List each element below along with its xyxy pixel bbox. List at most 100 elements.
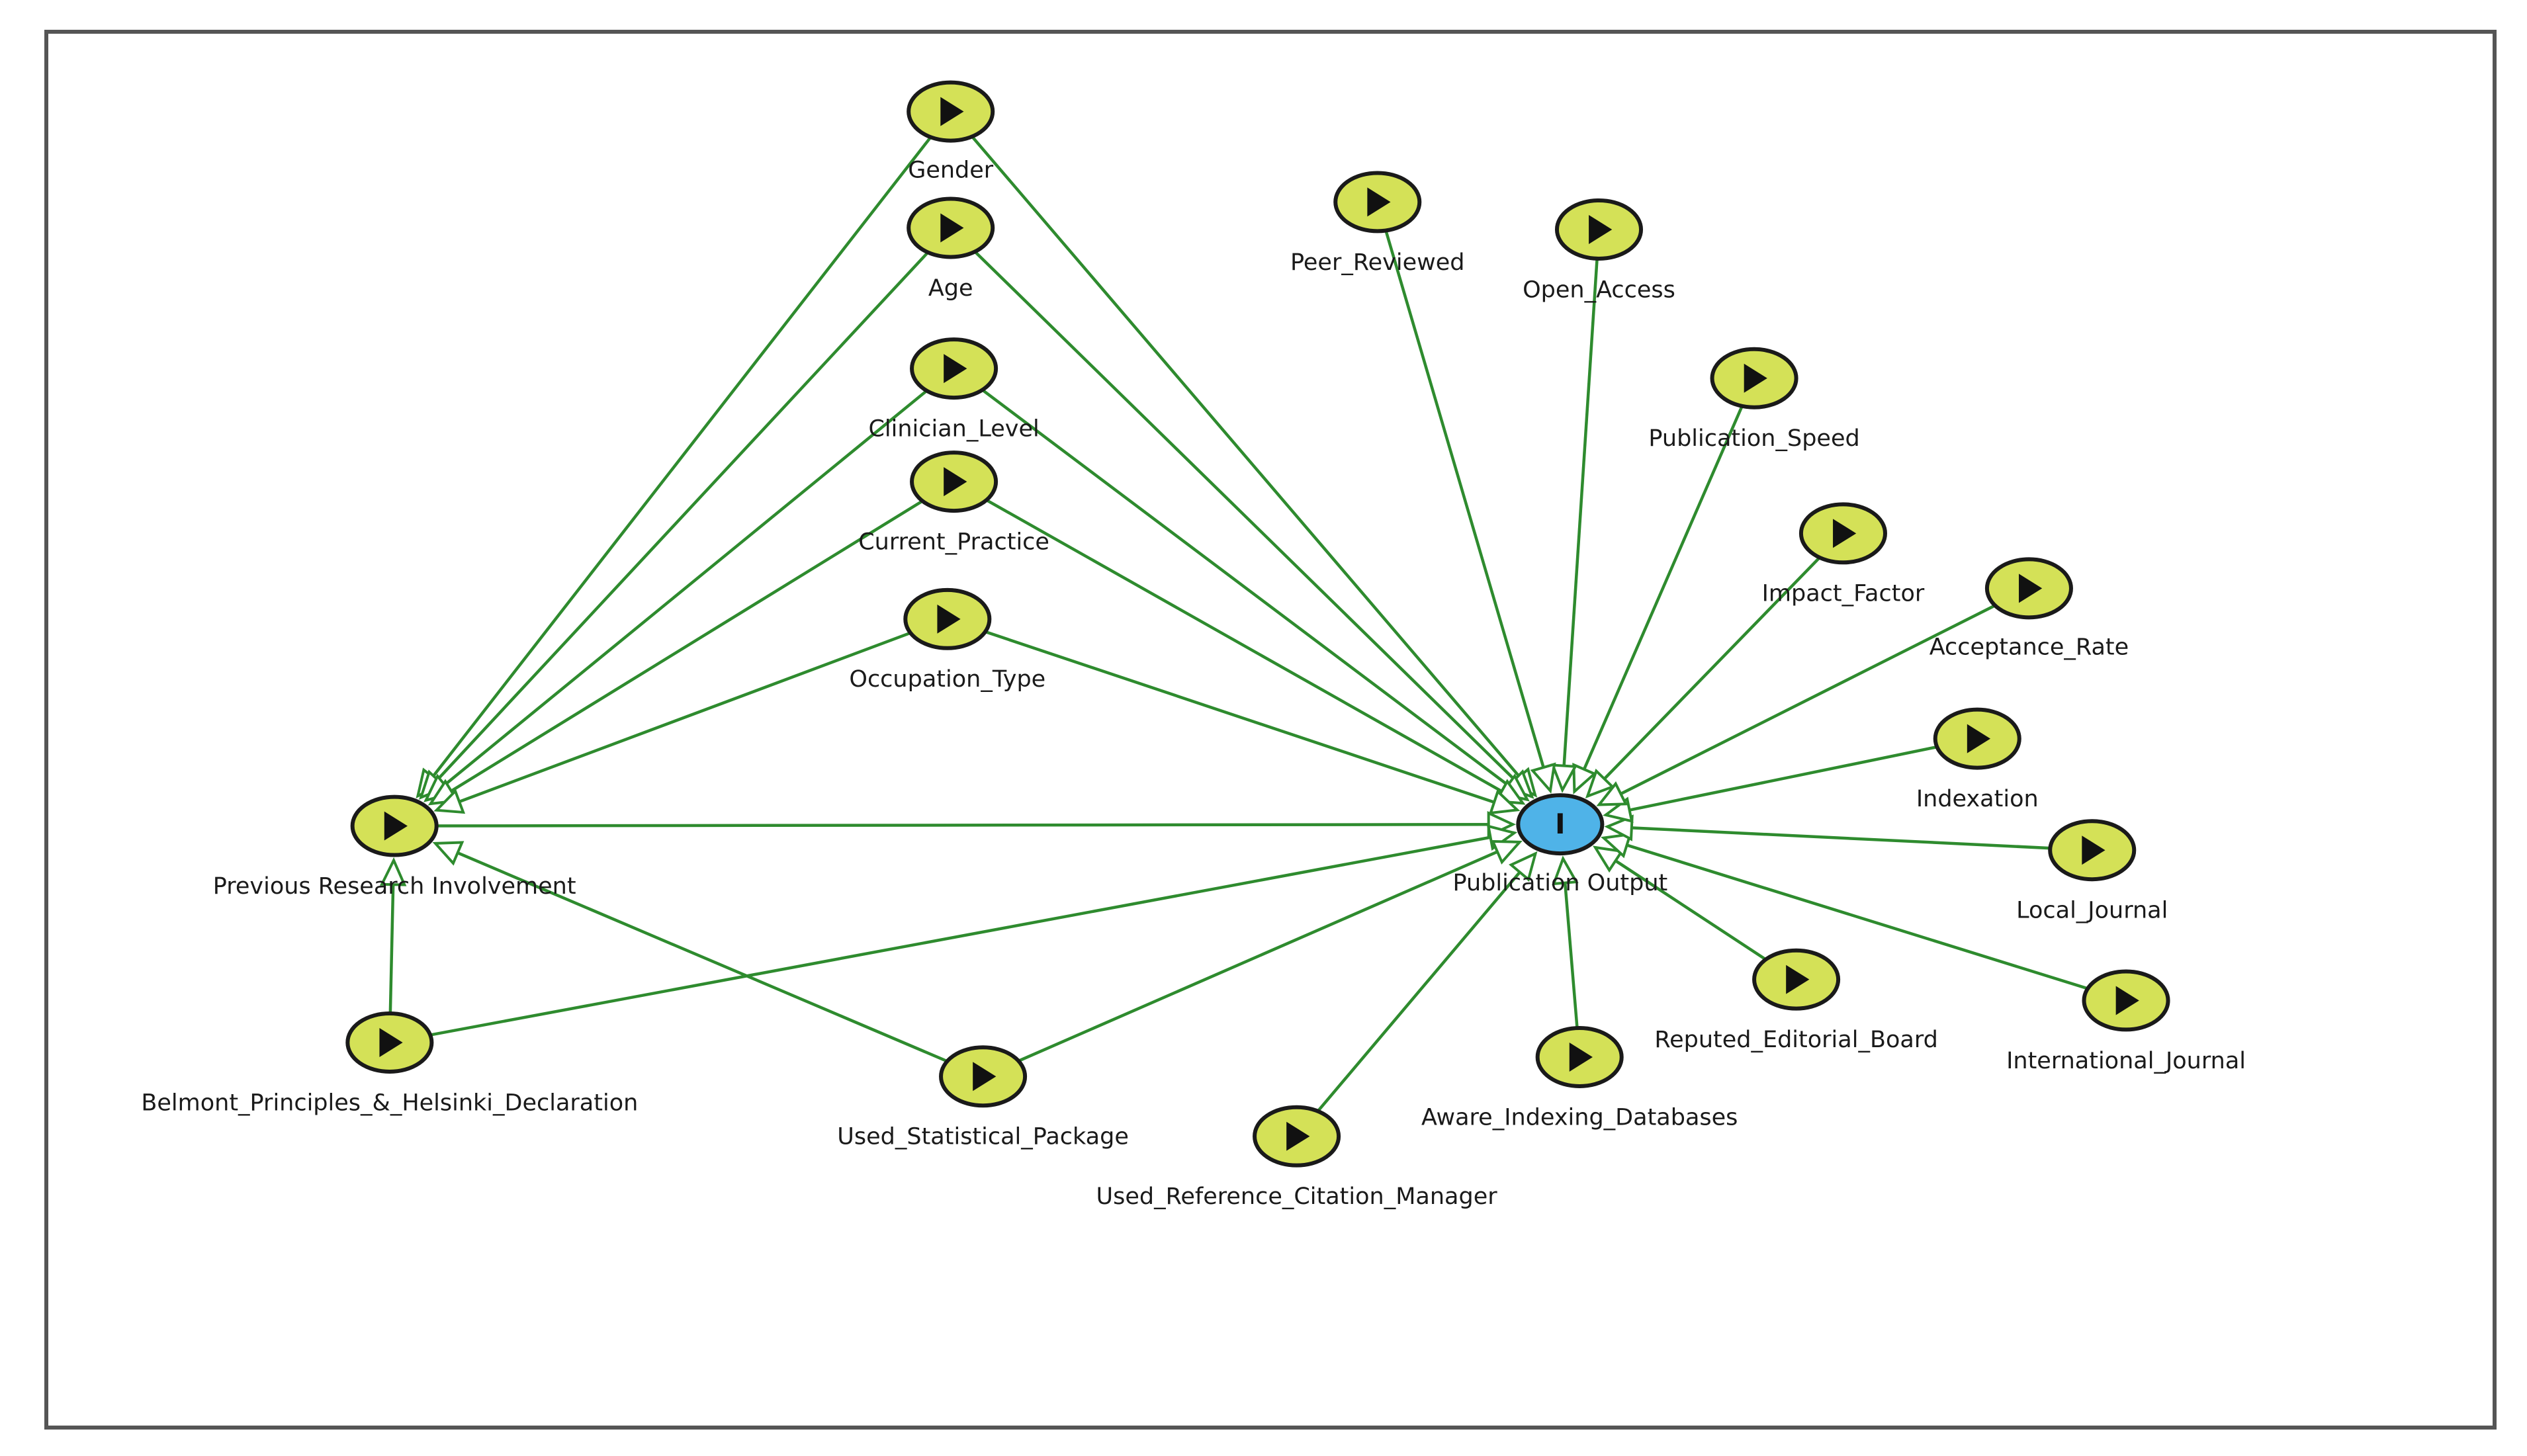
- diagram-frame: [44, 30, 2497, 1430]
- arrowhead-local-to-publication_output: [1604, 814, 1634, 841]
- edge-used_stat-to-previous_research: [435, 841, 984, 1078]
- node-label: Indexation: [1916, 786, 2039, 812]
- node-label: Publication Output: [1452, 870, 1667, 896]
- arrowhead-peer_reviewed-to-publication_output: [1530, 762, 1556, 794]
- play-icon: [2019, 574, 2043, 603]
- play-icon: [1589, 214, 1613, 244]
- node-used_ref[interactable]: Used_Reference_Citation_Manager: [1096, 1105, 1498, 1210]
- node-indexation[interactable]: Indexation: [1916, 707, 2039, 812]
- node-current_practice[interactable]: Current_Practice: [858, 450, 1049, 556]
- play-icon: [1569, 1042, 1593, 1072]
- play-icon: [2115, 986, 2139, 1015]
- arrowhead-open_access-to-publication_output: [1550, 763, 1577, 793]
- edge-pub_speed-to-publication_output: [1573, 377, 1756, 792]
- node-clinician_level[interactable]: Clinician_Level: [868, 337, 1040, 442]
- edge-aware_idx-to-publication_output: [1561, 858, 1581, 1058]
- edge-current_practice-to-previous_research: [429, 480, 955, 805]
- node-label: Reputed_Editorial_Board: [1654, 1027, 1938, 1053]
- edge-gender-to-previous_research: [416, 110, 952, 797]
- play-icon: [944, 467, 967, 497]
- node-label: Previous Research Involvement: [213, 873, 576, 900]
- node-label: Used_Statistical_Package: [837, 1124, 1129, 1150]
- node-label: Belmont_Principles_&_Helsinki_Declaratio…: [141, 1090, 638, 1116]
- play-icon: [1286, 1121, 1310, 1151]
- node-label: Used_Reference_Citation_Manager: [1096, 1183, 1498, 1210]
- node-belmont[interactable]: Belmont_Principles_&_Helsinki_Declaratio…: [141, 1011, 638, 1116]
- node-peer_reviewed[interactable]: Peer_Reviewed: [1290, 171, 1464, 276]
- node-label: Acceptance_Rate: [1929, 634, 2129, 660]
- edge-international-to-publication_output: [1603, 836, 2127, 1002]
- node-label: Publication_Speed: [1648, 425, 1859, 452]
- edge-current_practice-to-publication_output: [953, 480, 1524, 805]
- play-icon: [1967, 724, 1991, 753]
- target-node-ellipse[interactable]: [1516, 793, 1605, 856]
- utility-glyph-icon: I: [1555, 808, 1566, 840]
- edge-acceptance-to-publication_output: [1598, 587, 2030, 806]
- node-label: Aware_Indexing_Databases: [1421, 1104, 1738, 1131]
- node-open_access[interactable]: Open_Access: [1523, 198, 1675, 303]
- play-icon: [1833, 519, 1857, 548]
- play-icon: [379, 1027, 403, 1057]
- edge-age-to-previous_research: [420, 226, 952, 799]
- arrowhead-occupation_type-to-publication_output: [1488, 789, 1521, 815]
- arrowhead-impact-to-publication_output: [1585, 768, 1615, 799]
- arrowhead-acceptance-to-publication_output: [1596, 781, 1628, 806]
- arrowhead-used_stat-to-previous_research: [432, 841, 465, 866]
- arrowhead-occupation_type-to-previous_research: [433, 789, 466, 814]
- play-icon: [940, 97, 964, 126]
- play-icon: [1744, 363, 1767, 393]
- edge-local-to-publication_output: [1607, 825, 2092, 852]
- nodes-layer: GenderAgeClinician_LevelCurrent_Practice…: [141, 80, 2246, 1210]
- edge-indexation-to-publication_output: [1605, 737, 1978, 817]
- edge-occupation_type-to-previous_research: [435, 617, 948, 812]
- edge-reputed_eb-to-publication_output: [1594, 846, 1797, 981]
- arrowhead-used_ref-to-publication_output: [1509, 851, 1538, 882]
- edge-clinician_level-to-publication_output: [953, 367, 1529, 801]
- edge-peer_reviewed-to-publication_output: [1376, 201, 1552, 791]
- node-gender[interactable]: Gender: [907, 80, 995, 184]
- node-label: Current_Practice: [858, 529, 1049, 556]
- node-used_stat[interactable]: Used_Statistical_Package: [837, 1045, 1129, 1150]
- play-icon: [937, 604, 961, 634]
- node-label: International_Journal: [2006, 1048, 2246, 1074]
- node-label: Peer_Reviewed: [1290, 249, 1464, 276]
- node-impact[interactable]: Impact_Factor: [1762, 502, 1925, 607]
- arrowhead-international-to-publication_output: [1601, 832, 1632, 859]
- arrowhead-used_stat-to-publication_output: [1491, 839, 1523, 865]
- edge-used_stat-to-publication_output: [982, 840, 1521, 1078]
- node-reputed_eb[interactable]: Reputed_Editorial_Board: [1654, 948, 1938, 1053]
- edge-belmont-to-publication_output: [389, 831, 1515, 1045]
- edges-layer: [379, 110, 2127, 1138]
- node-acceptance[interactable]: Acceptance_Rate: [1929, 557, 2129, 660]
- play-icon: [384, 811, 408, 841]
- node-label: Clinician_Level: [868, 415, 1039, 442]
- node-pub_speed[interactable]: Publication_Speed: [1648, 347, 1860, 452]
- play-icon: [1786, 964, 1810, 994]
- play-icon: [944, 354, 967, 384]
- play-icon: [973, 1062, 997, 1092]
- node-aware_idx[interactable]: Aware_Indexing_Databases: [1421, 1025, 1738, 1131]
- node-label: Age: [928, 275, 973, 302]
- edge-previous_research-to-publication_output: [394, 822, 1513, 828]
- node-occupation_type[interactable]: Occupation_Type: [849, 587, 1045, 693]
- node-previous_research[interactable]: Previous Research Involvement: [213, 794, 576, 900]
- node-label: Local_Journal: [2016, 898, 2168, 924]
- edge-open_access-to-publication_output: [1561, 229, 1601, 791]
- arrowhead-belmont-to-previous_research: [379, 857, 407, 886]
- node-local[interactable]: Local_Journal: [2016, 819, 2168, 924]
- node-publication_output[interactable]: I Publication Output: [1452, 793, 1667, 896]
- edge-impact-to-publication_output: [1586, 532, 1845, 798]
- node-label: Open_Access: [1523, 277, 1675, 303]
- edge-clinician_level-to-previous_research: [425, 367, 955, 802]
- play-icon: [1367, 187, 1391, 217]
- node-international[interactable]: International_Journal: [2006, 969, 2246, 1074]
- node-label: Occupation_Type: [849, 666, 1045, 693]
- node-label: Gender: [908, 157, 994, 184]
- arrowhead-pub_speed-to-publication_output: [1572, 763, 1597, 794]
- arrowhead-reputed_eb-to-publication_output: [1592, 845, 1624, 873]
- edge-age-to-publication_output: [950, 226, 1533, 798]
- node-age[interactable]: Age: [907, 196, 995, 302]
- node-label: Impact_Factor: [1762, 581, 1925, 607]
- play-icon: [940, 213, 964, 243]
